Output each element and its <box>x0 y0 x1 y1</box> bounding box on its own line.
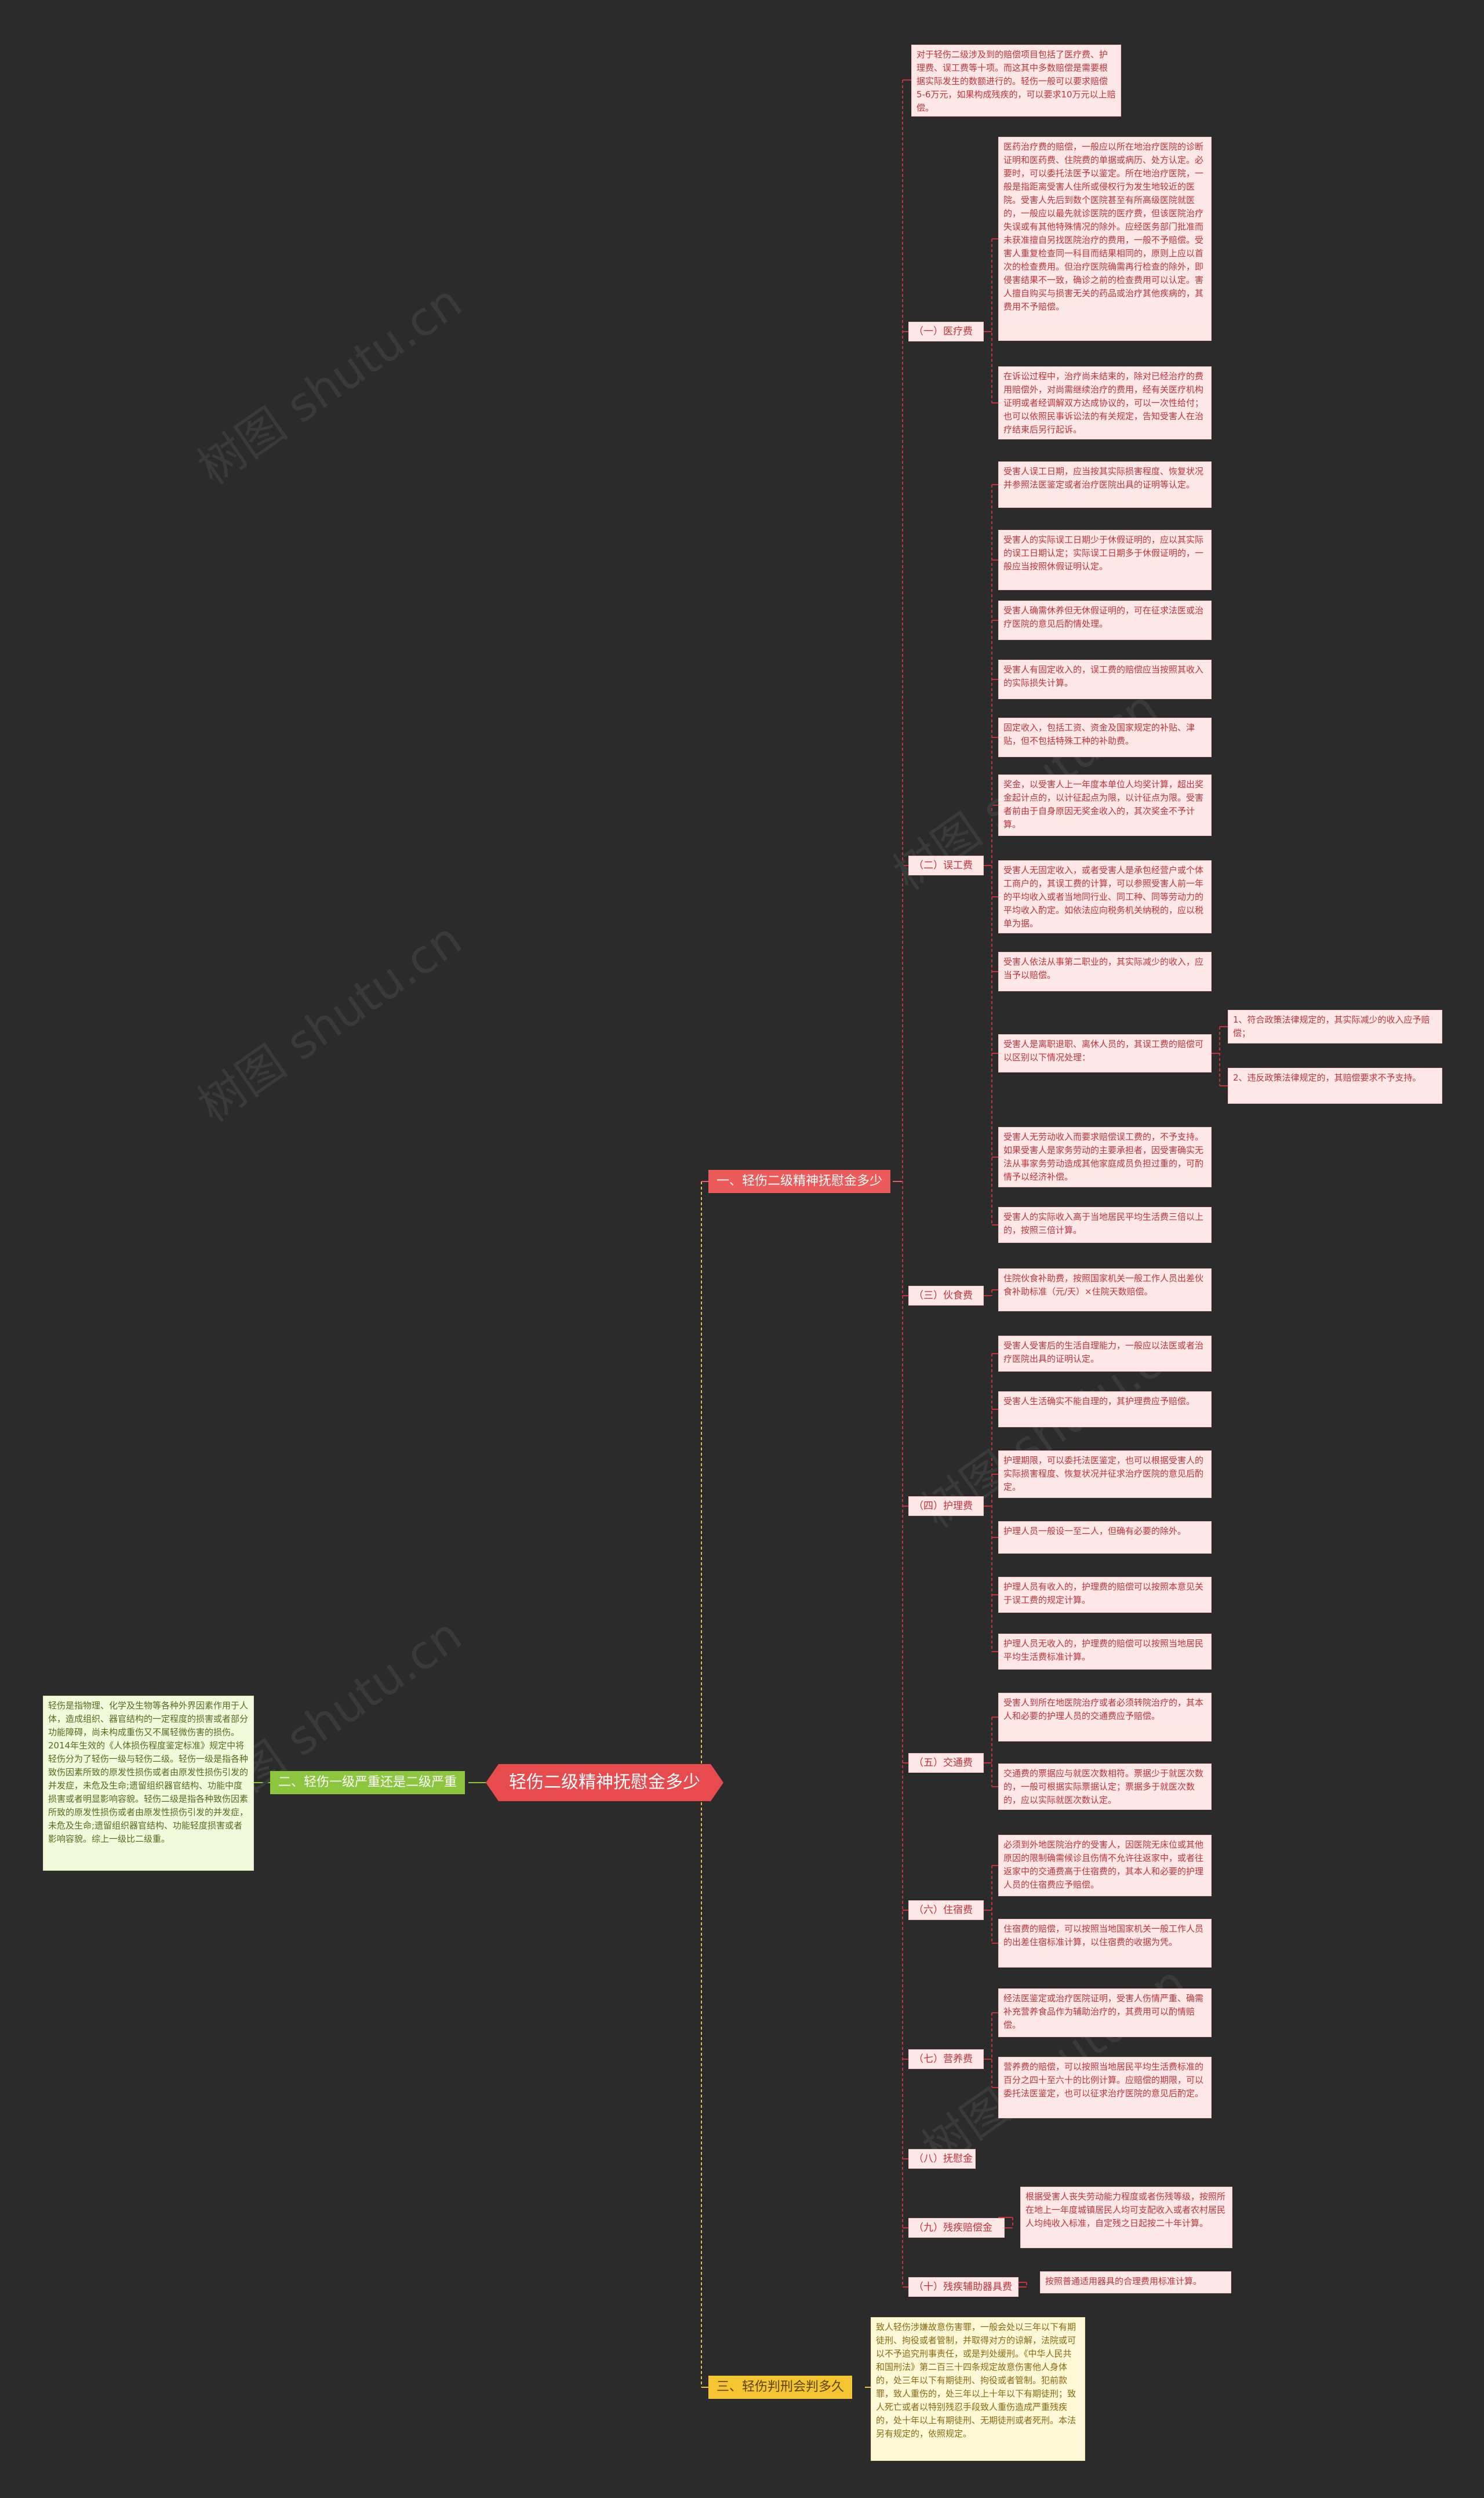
branch-2[interactable]: 二、轻伤一级严重还是二级严重 <box>270 1771 465 1794</box>
intro-note: 对于轻伤二级涉及到的赔偿项目包括了医疗费、护理费、误工费等十项。而这其中多数赔偿… <box>911 45 1121 117</box>
item-note: 经法医鉴定或治疗医院证明，受害人伤情严重、确需补充营养食品作为辅助治疗的，其费用… <box>998 1988 1212 2037</box>
item-note: 护理人员一般设一至二人，但确有必要的除外。 <box>998 1521 1212 1554</box>
item-note: 护理人员无收入的，护理费的赔偿可以按照当地居民平均生活费标准计算。 <box>998 1634 1212 1670</box>
item-note: 受害人受害后的生活自理能力，一般应以法医或者治疗医院出具的证明认定。 <box>998 1336 1212 1372</box>
item-note: 受害人依法从事第二职业的，其实际减少的收入，应当予以赔偿。 <box>998 952 1212 991</box>
item-note: 护理人员有收入的，护理费的赔偿可以按照本意见关于误工费的规定计算。 <box>998 1577 1212 1613</box>
item-subnote: 2、违反政策法律规定的，其赔偿要求不予支持。 <box>1228 1068 1442 1104</box>
item-note: 固定收入，包括工资、资金及国家规定的补贴、津贴，但不包括特殊工种的补助费。 <box>998 718 1212 757</box>
branch-1[interactable]: 一、轻伤二级精神抚慰金多少 <box>708 1170 891 1193</box>
item-label-1[interactable]: （一）医疗费 <box>908 322 984 341</box>
item-note: 受害人到所在地医院治疗或者必须转院治疗的，其本人和必要的护理人员的交通费应予赔偿… <box>998 1693 1212 1741</box>
root-topic[interactable]: 轻伤二级精神抚慰金多少 <box>486 1764 723 1801</box>
item-note: 护理期限，可以委托法医鉴定，也可以根据受害人的实际损害程度、恢复状况并征求治疗医… <box>998 1450 1212 1498</box>
item-note: 医药治疗费的赔偿，一般应以所在地治疗医院的诊断证明和医药费、住院费的单据或病历、… <box>998 137 1212 341</box>
item-note: 必须到外地医院治疗的受害人，因医院无床位或其他原因的限制确需候诊且伤情不允许往返… <box>998 1835 1212 1896</box>
branch-2-note: 轻伤是指物理、化学及生物等各种外界因素作用于人体，造成组织、器官结构的一定程度的… <box>43 1696 254 1871</box>
item-label-8[interactable]: （八）抚慰金 <box>908 2149 976 2169</box>
item-label-7[interactable]: （七）营养费 <box>908 2049 984 2069</box>
item-label-5[interactable]: （五）交通费 <box>908 1753 984 1773</box>
item-note: 交通费的票据应与就医次数相符。票据少于就医次数的，一般可根据实际票据认定；票据多… <box>998 1763 1212 1810</box>
item-note: 受害人确需休养但无休假证明的，可在征求法医或治疗医院的意见后酌情处理。 <box>998 601 1212 640</box>
item-label-2[interactable]: （二）误工费 <box>908 856 984 875</box>
item-note: 奖金，以受害人上一年度本单位人均奖计算，超出奖金起计点的，以计征起点为限，以计征… <box>998 775 1212 836</box>
item-note: 受害人无固定收入，或者受害人是承包经营户或个体工商户的，其误工费的计算，可以参照… <box>998 860 1212 933</box>
item-note: 住院伙食补助费，按照国家机关一般工作人员出差伙食补助标准（元/天）×住院天数赔偿… <box>998 1268 1212 1311</box>
item-note: 受害人生活确实不能自理的，其护理费应予赔偿。 <box>998 1391 1212 1427</box>
item-note: 受害人有固定收入的，误工费的赔偿应当按照其收入的实际损失计算。 <box>998 660 1212 699</box>
item-label-10[interactable]: （十）残疾辅助器具费 <box>908 2277 1019 2297</box>
item-note: 受害人无劳动收入而要求赔偿误工费的，不予支持。如果受害人是家务劳动的主要承担者，… <box>998 1127 1212 1187</box>
item-note: 住宿费的赔偿，可以按照当地国家机关一般工作人员的出差住宿标准计算，以住宿费的收据… <box>998 1919 1212 1968</box>
item-note: 营养费的赔偿，可以按照当地居民平均生活费标准的百分之四十至六十的比例计算。应赔偿… <box>998 2057 1212 2118</box>
item-label-4[interactable]: （四）护理费 <box>908 1496 984 1516</box>
item-note: 根据受害人丧失劳动能力程度或者伤残等级，按照所在地上一年度城镇居民人均可支配收入… <box>1020 2187 1232 2248</box>
item-subnote: 1、符合政策法律规定的，其实际减少的收入应予赔偿； <box>1228 1010 1442 1043</box>
branch-3[interactable]: 三、轻伤判刑会判多久 <box>708 2376 853 2399</box>
branch-3-note: 致人轻伤涉嫌故意伤害罪，一般会处以三年以下有期徒刑、拘役或者管制，并取得对方的谅… <box>871 2317 1085 2461</box>
item-note: 按照普通适用器具的合理费用标准计算。 <box>1040 2271 1231 2293</box>
item-note: 在诉讼过程中，治疗尚未结束的，除对已经治疗的费用赔偿外，对尚需继续治疗的费用，经… <box>998 366 1212 439</box>
item-note: 受害人的实际误工日期少于休假证明的，应以其实际的误工日期认定；实际误工日期多于休… <box>998 530 1212 590</box>
item-note: 受害人是离职退职、离休人员的，其误工费的赔偿可以区别以下情况处理： <box>998 1034 1212 1072</box>
item-note: 受害人的实际收入高于当地居民平均生活费三倍以上的，按照三倍计算。 <box>998 1207 1212 1243</box>
item-note: 受害人误工日期，应当按其实际损害程度、恢复状况并参照法医鉴定或者治疗医院出具的证… <box>998 461 1212 508</box>
item-label-3[interactable]: （三）伙食费 <box>908 1286 984 1306</box>
item-label-9[interactable]: （九）残疾赔偿金 <box>908 2218 1005 2238</box>
item-label-6[interactable]: （六）住宿费 <box>908 1900 984 1920</box>
